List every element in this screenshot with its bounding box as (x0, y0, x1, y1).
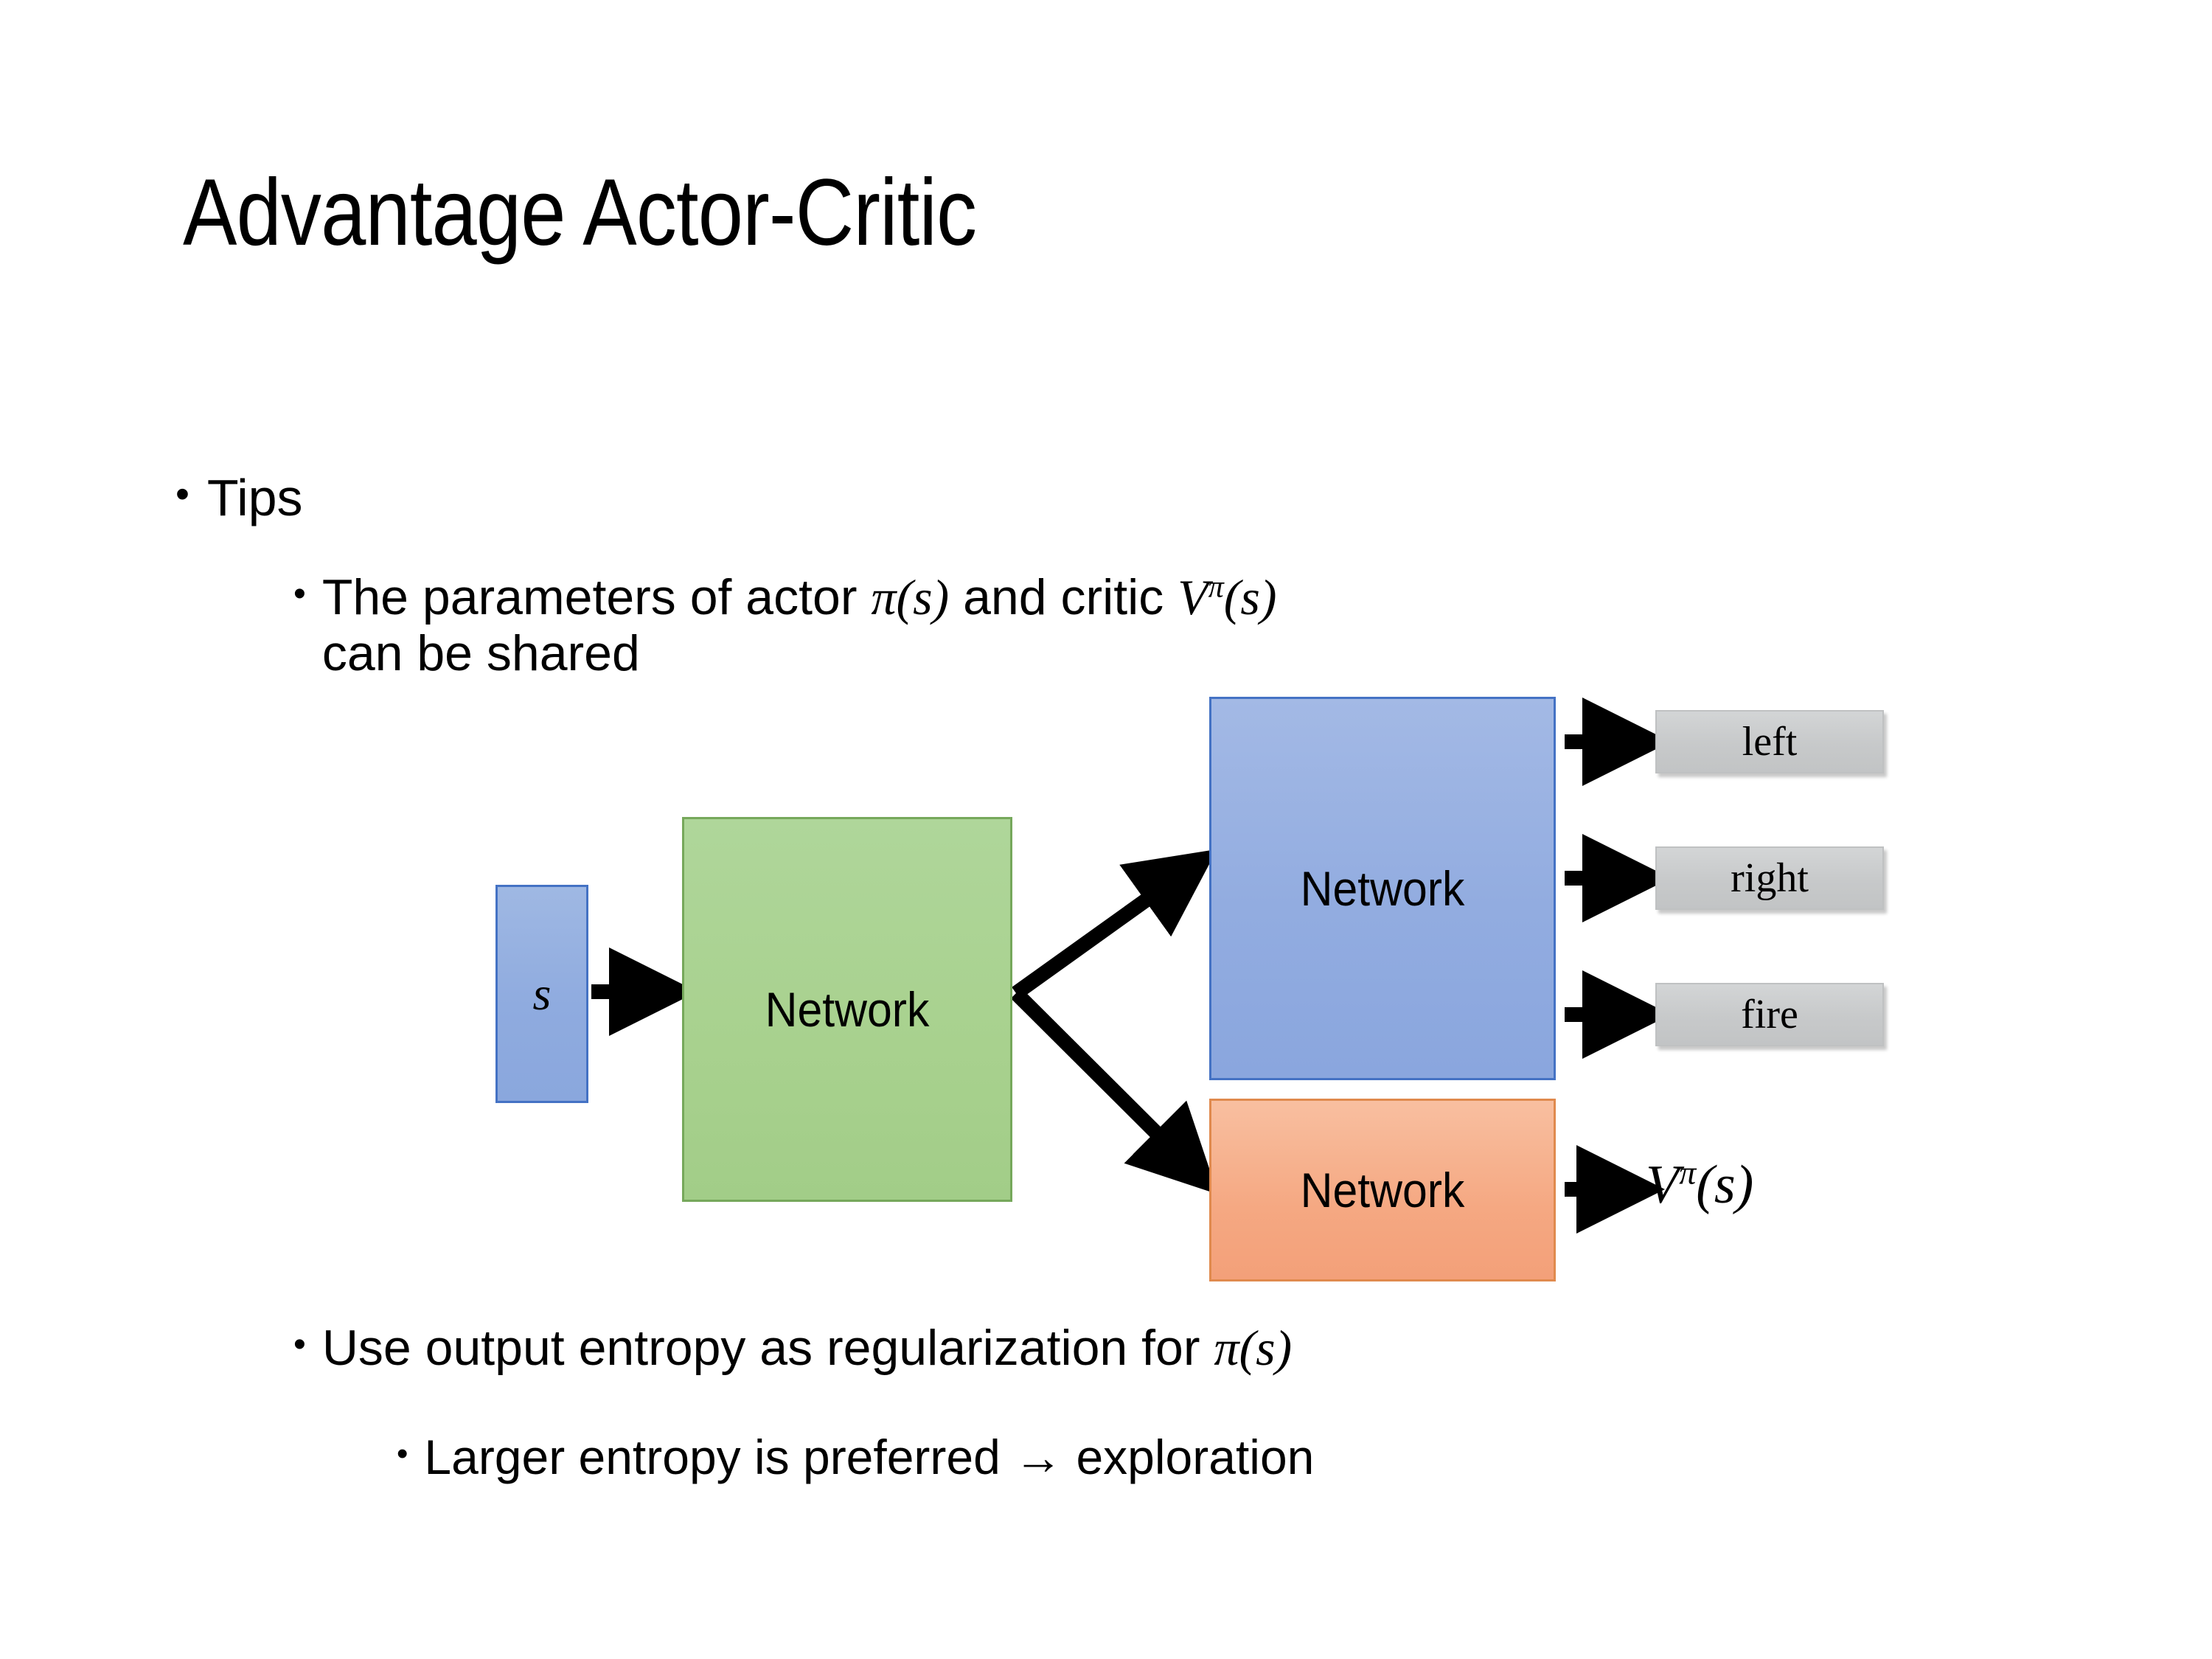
params-continuation: can be shared (321, 625, 640, 682)
bullet-shared-parameters: • The parameters of actor π(s) and criti… (293, 569, 1879, 681)
bullet-entropy-label: Use output entropy as regularization for… (322, 1320, 1292, 1376)
entropy-pi-arg: (s) (1239, 1320, 1293, 1376)
bullet-marker-icon: • (175, 472, 189, 516)
bullet-tips: • Tips (175, 470, 303, 526)
shared-network-box[interactable]: Network (682, 817, 1012, 1202)
action-fire-label: fire (1741, 992, 1798, 1037)
page-title: Advantage Actor-Critic (183, 160, 977, 265)
critic-v-symbol: V (1178, 569, 1208, 625)
arrow-shared-to-actor (1012, 849, 1217, 1000)
actor-pi-arg: (s) (896, 569, 950, 625)
bullet-marker-icon: • (293, 1325, 306, 1364)
critic-v-superscript: π (1208, 569, 1224, 605)
bullet-tips-label: Tips (206, 469, 303, 526)
actor-pi-symbol: π (871, 569, 897, 625)
action-left-label: left (1742, 719, 1798, 765)
state-label: s (532, 967, 552, 1020)
shared-network-label: Network (765, 982, 930, 1037)
critic-network-box[interactable]: Network (1209, 1099, 1556, 1281)
entropy-prefix: Use output entropy as regularization for (321, 1320, 1214, 1376)
critic-value-output: Vπ(s) (1646, 1154, 1753, 1217)
critic-network-label: Network (1300, 1163, 1465, 1217)
arrow-shared-to-critic (1010, 987, 1218, 1194)
state-input-box[interactable]: s (495, 885, 588, 1103)
params-prefix: The parameters of actor (321, 569, 872, 625)
action-output-left[interactable]: left (1655, 710, 1884, 773)
action-output-fire[interactable]: fire (1655, 983, 1884, 1046)
critic-output-superscript: π (1679, 1153, 1697, 1192)
critic-v-arg: (s) (1223, 569, 1277, 625)
bullet-marker-icon: • (293, 574, 306, 613)
critic-output-symbol: V (1646, 1155, 1680, 1215)
actor-network-label: Network (1300, 861, 1465, 916)
bullet-marker-icon: • (397, 1436, 408, 1472)
params-middle: and critic (949, 569, 1178, 625)
bullet-entropy-regularization: • Use output entropy as regularization f… (293, 1320, 1292, 1376)
bullet-larger-entropy-label: Larger entropy is preferred → exploratio… (424, 1430, 1315, 1484)
action-output-right[interactable]: right (1655, 846, 1884, 910)
bullet-larger-entropy: • Larger entropy is preferred → explorat… (397, 1430, 1314, 1485)
critic-output-arg: (s) (1696, 1155, 1754, 1215)
entropy-pi-symbol: π (1214, 1320, 1239, 1376)
actor-network-box[interactable]: Network (1209, 697, 1556, 1080)
action-right-label: right (1731, 855, 1809, 901)
bullet-shared-parameters-label: The parameters of actor π(s) and critic … (322, 569, 1841, 681)
